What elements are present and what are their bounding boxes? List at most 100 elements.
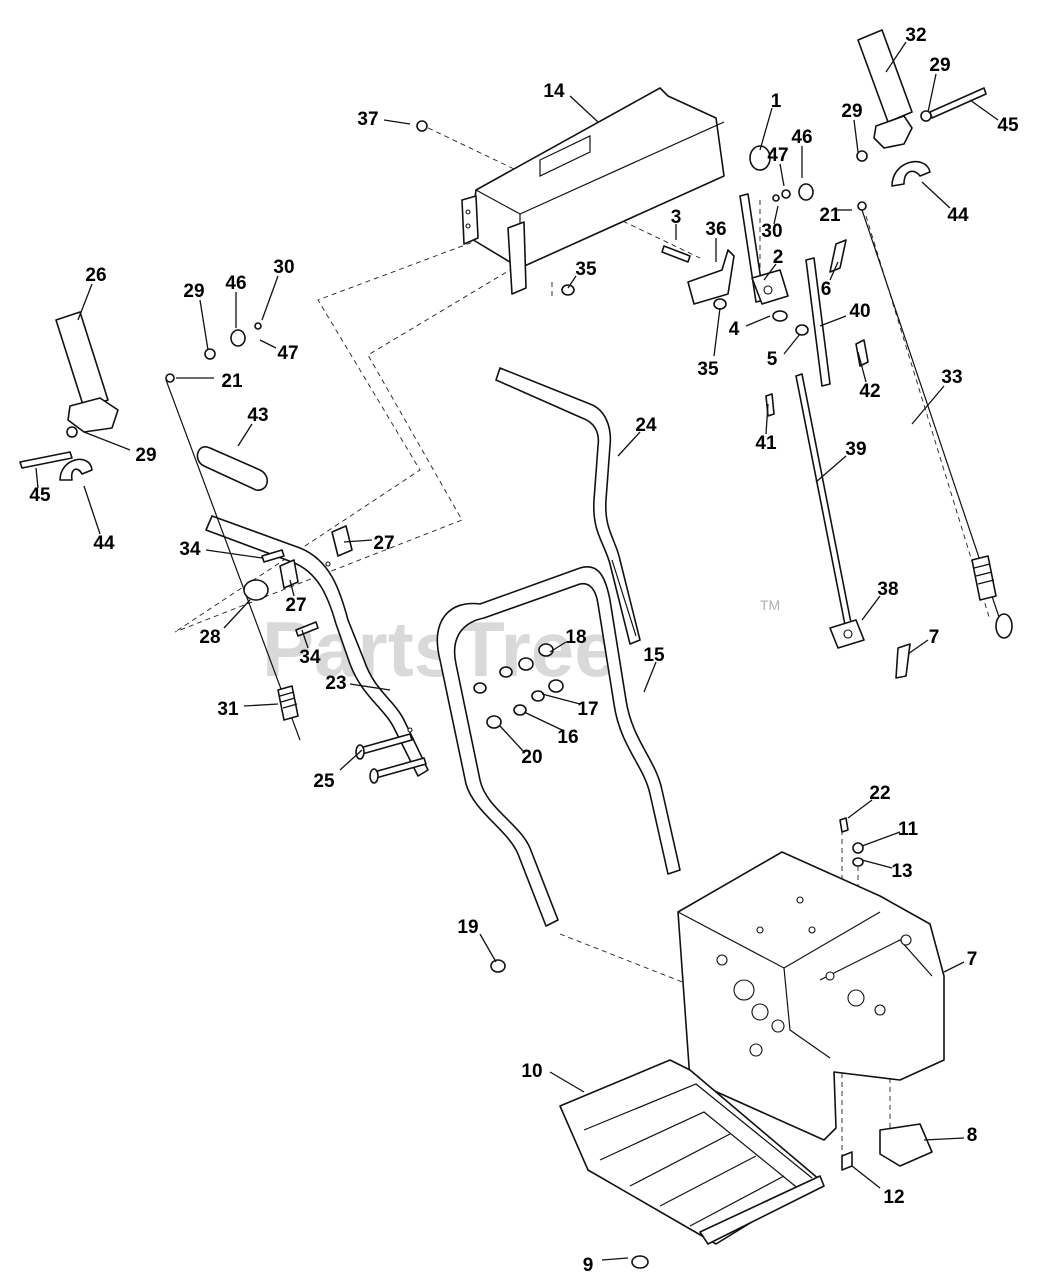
callout-label-c27[interactable]: 27 [373,533,394,554]
callout-leader-c45 [35,467,39,489]
callout-label-c26[interactable]: 26 [85,265,106,286]
control-panel-part-14[interactable] [461,87,725,295]
callout-label-c9[interactable]: 9 [583,1255,594,1276]
callout-label-c5[interactable]: 5 [767,349,778,370]
callout-label-c7b[interactable]: 7 [967,949,978,970]
pin-part-3[interactable] [661,245,691,263]
callout-label-c44[interactable]: 44 [93,533,115,554]
callout-label-c47[interactable]: 47 [277,343,298,364]
callout-label-c37[interactable]: 37 [357,109,378,130]
screw-part-19 [490,959,506,973]
callout-label-c28[interactable]: 28 [199,627,220,648]
callout-leader-c12 [851,1165,881,1189]
callout-label-c16[interactable]: 16 [557,727,578,748]
bolt-part-25[interactable] [355,733,427,784]
callout-label-c14[interactable]: 14 [543,81,565,102]
callout-label-c17[interactable]: 17 [577,699,598,720]
handle-grip-part-26[interactable] [55,311,119,433]
upper-handle-part-23[interactable] [205,515,429,777]
callout-label-c29c[interactable]: 29 [841,101,862,122]
callout-label-c25[interactable]: 25 [313,771,335,792]
callout-leader-c41 [765,403,769,435]
callout-leader-c28 [223,599,251,629]
bracket-part-36[interactable] [687,249,735,305]
callout-label-c6[interactable]: 6 [821,279,832,300]
callout-label-c35[interactable]: 35 [575,259,597,280]
small-hardware[interactable] [19,87,987,1269]
handle-part-24[interactable] [495,367,641,645]
base-pan-part-10[interactable] [559,1059,825,1245]
callout-label-c30b[interactable]: 30 [761,221,782,242]
callout-label-c39[interactable]: 39 [845,439,866,460]
shift-lever-part-40[interactable] [805,257,831,387]
callout-label-c1[interactable]: 1 [771,91,782,112]
cable-part-33[interactable] [861,209,1013,639]
clip-part-12 [841,1151,853,1171]
callout-label-c23[interactable]: 23 [325,673,346,694]
callout-label-c21[interactable]: 21 [221,371,243,392]
callout-label-c43[interactable]: 43 [247,405,268,426]
callout-leader-c7 [907,639,929,655]
callout-leader-c5 [783,333,801,355]
hardware-cluster[interactable] [473,643,564,729]
callout-label-c38[interactable]: 38 [877,579,898,600]
frame-part-7[interactable] [677,851,945,1141]
callout-label-c11[interactable]: 11 [898,819,919,840]
callout-label-c34[interactable]: 34 [179,539,201,560]
callout-label-c30[interactable]: 30 [273,257,294,278]
callout-label-c29[interactable]: 29 [183,281,204,302]
handle-part-15[interactable] [436,566,681,927]
callout-label-c45[interactable]: 45 [29,485,51,506]
callout-label-c44b[interactable]: 44 [947,205,969,226]
callout-label-c46[interactable]: 46 [225,273,246,294]
callout-label-c27b[interactable]: 27 [285,595,306,616]
callout-label-c21b[interactable]: 21 [819,205,841,226]
callout-label-c42[interactable]: 42 [859,381,880,402]
callout-label-c31[interactable]: 31 [217,699,239,720]
grip-cover-part-44[interactable] [59,161,931,481]
coupler-part-38[interactable] [829,619,865,649]
handle-grip-part-32[interactable] [857,29,913,149]
callout-label-c15[interactable]: 15 [643,645,665,666]
callout-leader-c35 [567,275,577,289]
callout-label-c33[interactable]: 33 [941,367,962,388]
nut-part-35 [561,284,575,296]
callout-label-c13[interactable]: 13 [891,861,912,882]
handle-sleeve-part-43[interactable] [196,446,268,491]
callout-label-c34b[interactable]: 34 [299,647,321,668]
callout-label-c36[interactable]: 36 [705,219,726,240]
callout-label-c29d[interactable]: 29 [929,55,950,76]
callout-label-c46b[interactable]: 46 [791,127,812,148]
callout-label-c10[interactable]: 10 [521,1061,542,1082]
callout-label-c41[interactable]: 41 [755,433,777,454]
callout-label-c22[interactable]: 22 [869,783,890,804]
callout-leader-c31 [243,703,279,707]
callout-label-c4[interactable]: 4 [729,319,740,340]
callout-label-c35b[interactable]: 35 [697,359,719,380]
callout-label-c7[interactable]: 7 [929,627,940,648]
callout-label-c29b[interactable]: 29 [135,445,156,466]
bracket-part-8[interactable] [879,1123,933,1167]
callout-leader-c39 [815,455,847,483]
callout-label-c3[interactable]: 3 [671,207,682,228]
callout-label-c47b[interactable]: 47 [767,145,788,166]
callout-label-c8[interactable]: 8 [967,1125,978,1146]
callout-label-c2[interactable]: 2 [773,247,784,268]
washer-part-13 [852,857,864,867]
speed-lever-part-2[interactable] [739,145,789,305]
callout-label-c18[interactable]: 18 [565,627,586,648]
callout-leader-c43 [237,423,253,447]
callout-label-c40[interactable]: 40 [849,301,870,322]
nut-part-11 [852,842,864,854]
callout-leader-c42 [857,351,867,383]
control-rod-part-39[interactable] [795,373,853,631]
callout-leader-c38 [861,595,881,621]
cable-part-31[interactable] [165,379,301,741]
callout-label-c32[interactable]: 32 [905,25,926,46]
callout-label-c24[interactable]: 24 [635,415,657,436]
callout-label-c12[interactable]: 12 [883,1187,904,1208]
callout-label-c19[interactable]: 19 [457,917,478,938]
callout-label-c20[interactable]: 20 [521,747,542,768]
callout-label-c45b[interactable]: 45 [997,115,1019,136]
callout-leader-c29d [927,73,937,113]
